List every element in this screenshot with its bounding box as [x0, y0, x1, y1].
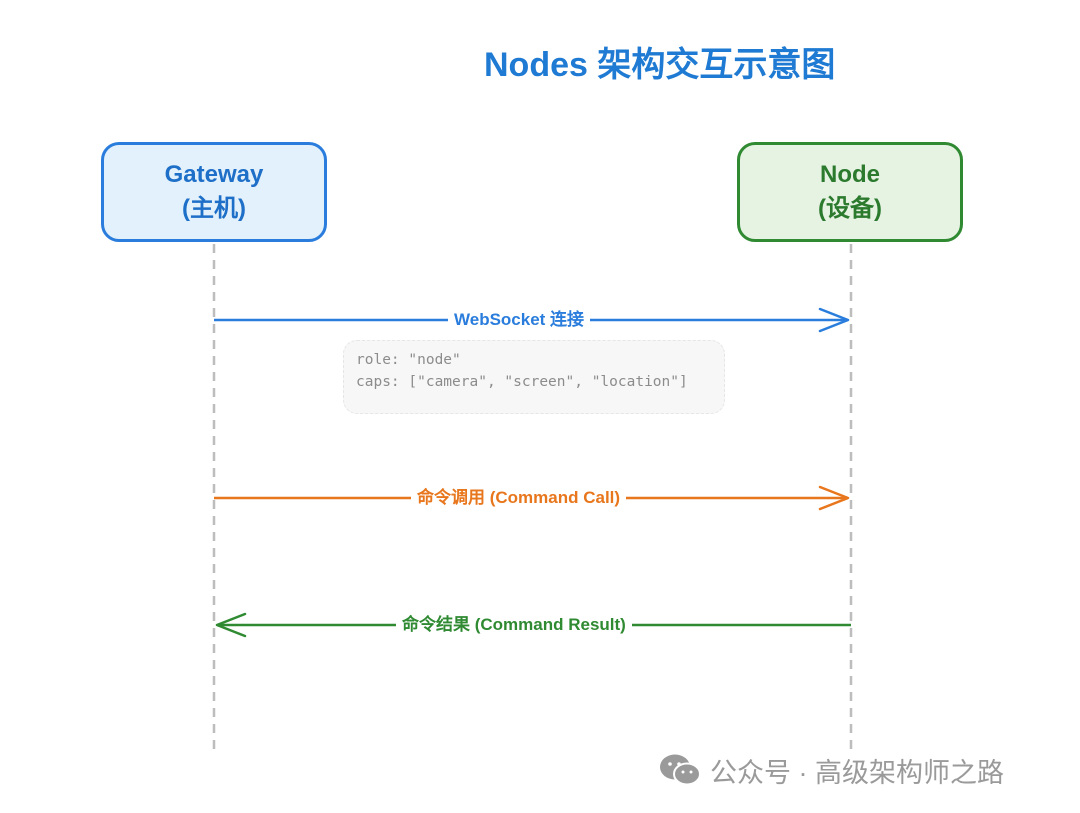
- capabilities-note: role: "node" caps: ["camera", "screen", …: [343, 340, 725, 414]
- note-line-caps: caps: ["camera", "screen", "location"]: [356, 374, 688, 390]
- gateway-name: Gateway: [164, 161, 264, 188]
- diagram-title: Nodes 架构交互示意图: [484, 46, 836, 84]
- wechat-icon: [660, 754, 701, 786]
- node-role: (设备): [818, 195, 882, 222]
- websocket-message-label: WebSocket 连接: [448, 306, 591, 334]
- node-actor-box: Node (设备): [737, 142, 963, 242]
- command-call-message-label: 命令调用 (Command Call): [411, 484, 627, 512]
- command-result-arrowhead: [215, 612, 247, 638]
- watermark: 公众号 · 高级架构师之路: [658, 748, 1004, 792]
- note-line-role: role: "node": [356, 352, 461, 368]
- command-result-message-label: 命令结果 (Command Result): [396, 611, 632, 639]
- gateway-actor-box: Gateway (主机): [101, 142, 327, 242]
- gateway-role: (主机): [182, 195, 246, 222]
- watermark-text: 公众号 · 高级架构师之路: [710, 757, 1004, 788]
- node-name: Node: [820, 161, 880, 188]
- websocket-arrowhead: [818, 307, 850, 333]
- command-call-arrowhead: [818, 485, 850, 511]
